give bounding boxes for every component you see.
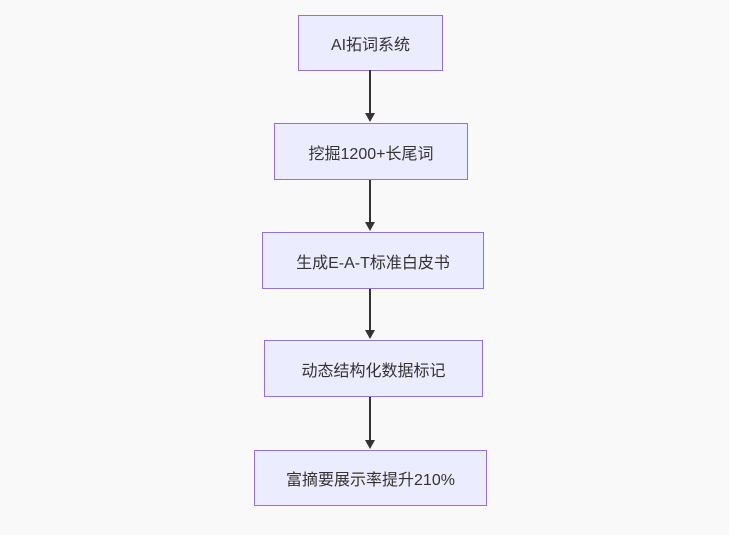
arrowhead-down-icon: [365, 330, 375, 339]
flow-node-eat-whitepaper: 生成E-A-T标准白皮书: [262, 232, 484, 289]
flow-node-structured-data-markup: 动态结构化数据标记: [264, 340, 483, 397]
edge-line-2: [369, 180, 371, 222]
edge-line-1: [369, 70, 371, 113]
arrowhead-down-icon: [365, 113, 375, 122]
flow-node-longtail-keywords: 挖掘1200+长尾词: [274, 123, 468, 180]
flow-node-rich-snippet-rate: 富摘要展示率提升210%: [254, 450, 487, 506]
arrowhead-down-icon: [365, 440, 375, 449]
arrowhead-down-icon: [365, 222, 375, 231]
edge-line-3: [369, 289, 371, 330]
edge-line-4: [369, 397, 371, 440]
flow-node-ai-word-expansion: AI拓词系统: [298, 15, 443, 71]
